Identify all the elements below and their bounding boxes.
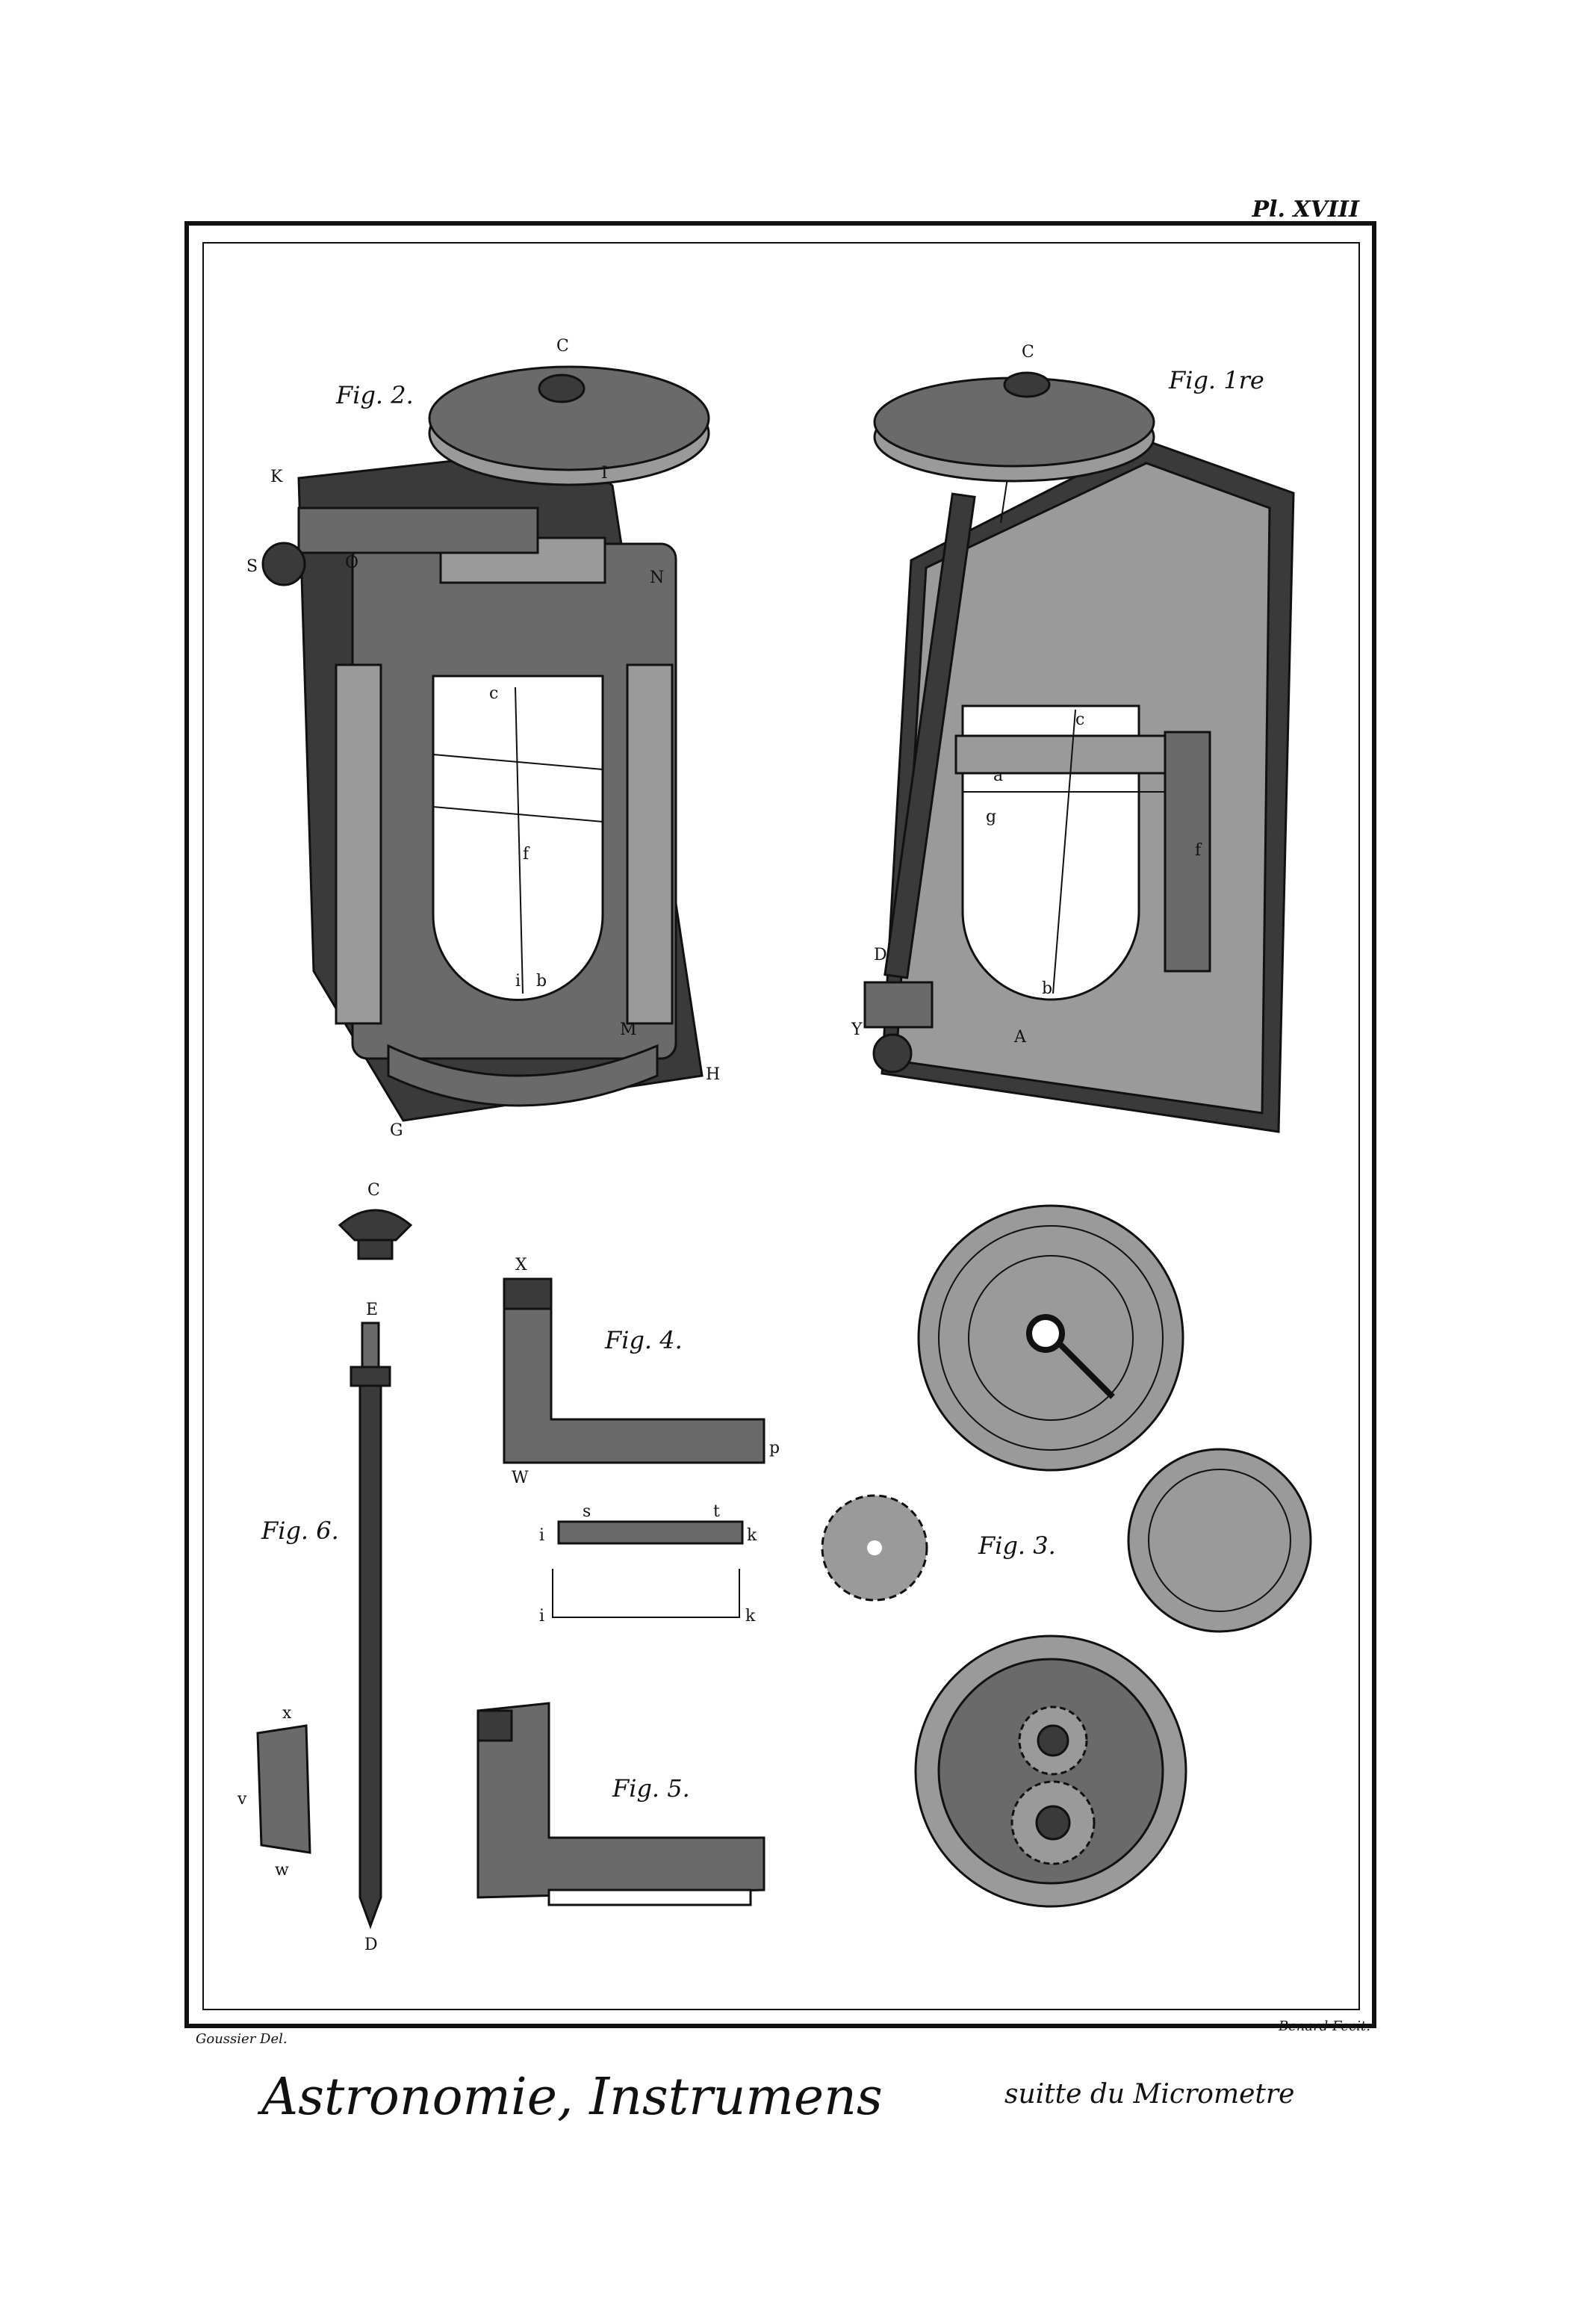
engraver-credit: Benard Fecit.	[1278, 2018, 1370, 2034]
fig-4-label: Fig. 4.	[604, 1326, 683, 1354]
letter-A: A	[1013, 1028, 1027, 1047]
letter-s: s	[583, 1502, 591, 1521]
figure-1-micrometer-back: Fig. 1re C D Y A a b c f g	[851, 343, 1295, 1133]
letter-D: D	[364, 1936, 378, 1954]
letter-S: S	[246, 557, 258, 576]
plate-number: Pl. XVIII	[1252, 196, 1360, 223]
letter-O: O	[345, 554, 358, 572]
letter-C: C	[367, 1181, 380, 1200]
letter-H: H	[706, 1065, 720, 1084]
letter-g: g	[986, 808, 996, 826]
letter-Y: Y	[851, 1020, 863, 1039]
letter-i: i	[539, 1607, 544, 1626]
letter-k: k	[745, 1607, 756, 1626]
figure-6-screw: Fig. 6. C E D x v w	[237, 1181, 413, 1954]
letter-G: G	[390, 1121, 403, 1140]
letter-c: c	[489, 684, 498, 703]
fig-3-label: Fig. 3.	[978, 1531, 1056, 1560]
letter-C: C	[1022, 343, 1034, 362]
letter-K: K	[270, 468, 283, 486]
inner-frame	[202, 242, 1360, 2010]
fig-6-label: Fig. 6.	[261, 1516, 339, 1545]
letter-M: M	[620, 1020, 637, 1039]
letter-i: i	[539, 1526, 544, 1545]
letter-f: f	[523, 845, 530, 864]
letter-D: D	[874, 946, 887, 964]
figure-4-square: Fig. 4. X W p s t i k i k	[503, 1256, 780, 1626]
figure-5-bracket: Fig. 5.	[476, 1702, 765, 1906]
letter-I: I	[601, 464, 608, 483]
letter-c: c	[1075, 710, 1084, 729]
letter-w: w	[275, 1861, 289, 1880]
figure-2-micrometer-front: Fig. 2. C K I S O N G H M c b i f	[246, 337, 720, 1140]
letter-v: v	[237, 1790, 247, 1809]
fig-2-label: Fig. 2.	[335, 381, 414, 409]
letter-p: p	[769, 1439, 780, 1457]
letter-C: C	[556, 337, 569, 356]
plate-title: Astronomie, Instrumens	[257, 2068, 883, 2127]
letter-a: a	[993, 766, 1003, 785]
letter-t: t	[713, 1502, 720, 1521]
letter-i: i	[515, 972, 521, 991]
letter-k: k	[747, 1526, 757, 1545]
draftsman-credit: Goussier Del.	[196, 2031, 288, 2047]
letter-f: f	[1195, 841, 1202, 860]
letter-x: x	[282, 1704, 292, 1723]
letter-X: X	[515, 1256, 527, 1274]
letter-N: N	[650, 568, 664, 587]
letter-E: E	[366, 1301, 378, 1319]
plate-subtitle: suitte du Micrometre	[1004, 2079, 1294, 2110]
letter-b: b	[1042, 979, 1052, 998]
fig-5-label: Fig. 5.	[612, 1774, 690, 1803]
letter-W: W	[512, 1469, 529, 1487]
figure-3-dials-and-gears: Fig. 3.	[821, 1204, 1312, 1908]
outer-frame	[184, 221, 1376, 2028]
letter-b: b	[536, 972, 547, 991]
fig-1-label: Fig. 1re	[1168, 366, 1264, 394]
